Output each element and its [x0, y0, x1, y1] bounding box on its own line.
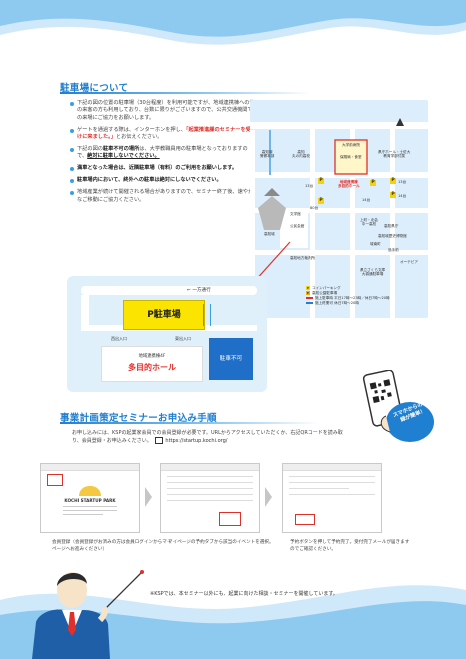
map-label-k: 高知城歴史博物館 — [378, 234, 407, 238]
parking-notes: 下記の図の位置の駐車場（30台程度）を利用可能ですが、地域連携棟への他の来客の方… — [70, 100, 255, 208]
registration-heading-underline — [60, 422, 320, 424]
map-label-m: オーテピア — [400, 260, 418, 264]
step3-screenshot — [282, 463, 382, 533]
map-parking-symbol: P — [390, 178, 396, 184]
registration-instructions: お申し込みには、KSPの起業家会員での会員登録が必要です。URLからアクセスして… — [72, 430, 343, 444]
ksp-site-name: KOCHI STARTUP PARK — [64, 498, 116, 503]
one-way-label: ← 一方通行 — [187, 288, 211, 293]
map-label-f: 地域連携棟 多目的ホール — [338, 180, 360, 189]
map-label-h: 上町・北会 中一高校 — [360, 218, 378, 227]
highlight-box — [47, 474, 63, 486]
one-way-road — [81, 286, 257, 295]
area-map: 江ノ口川 高知城 警察本部 高知 丸の内高校 大学前病院 保険局・食堂 県庁ホー… — [250, 100, 428, 318]
map-label-j: 高知地方裁判所 — [290, 256, 316, 260]
presenter-illustration — [32, 570, 144, 659]
map-label-c: 大学前病院 — [342, 143, 360, 147]
step2-caption: マイページの予約タブから該当のイベントを選択。 — [168, 540, 274, 545]
qr-phone-illustration — [362, 370, 434, 442]
map-label-i: 高知城 — [264, 232, 275, 236]
browser-icon — [155, 437, 164, 444]
step-arrow — [145, 487, 152, 507]
map-count-t: 80台 — [310, 206, 319, 210]
no-parking-area: 駐車不可 — [209, 338, 253, 380]
map-roads — [250, 118, 428, 318]
parking-note-4: 満車となった場合は、近隣駐車場（有料）のご利用をお願いします。 — [70, 165, 255, 172]
step2-screenshot — [160, 463, 260, 533]
map-label-l: 追手前 — [388, 248, 399, 252]
map-count-r: 13台 — [305, 184, 314, 188]
east-entrance-label: 東出入口 — [175, 336, 191, 341]
map-label-p: 城南町 — [370, 242, 381, 246]
map-parking-symbol: P — [318, 178, 324, 184]
map-label-q: 高知県庁 — [384, 224, 399, 228]
step-arrow — [265, 487, 272, 507]
parking-note-3: 下記の図の駐車不可の場所は、大学教職員用の駐車場となっておりますので、絶対に駐車… — [70, 146, 255, 161]
parking-heading-underline — [60, 92, 310, 94]
step3-caption: 予約ボタンを押して予約完了。受付完了メールが届きますのでご確認ください。 — [290, 540, 410, 552]
highlight-box — [219, 512, 241, 526]
map-label-a: 高知城 警察本部 — [260, 150, 275, 159]
step1-screenshot: KOCHI STARTUP PARK — [40, 463, 140, 533]
map-label-o: 公民会館 — [290, 224, 305, 228]
map-river-label: 江ノ口川 — [338, 125, 353, 129]
parking-note-5: 駐車場内において、終外への駐車は絶対にしないでください。 — [70, 177, 255, 184]
step1-caption: 会員登録（会員登録がお済みの方は会員ログインからマイページへお進みください） — [52, 540, 172, 552]
map-label-n: 県立さくら文庫 大橋通駐車場 — [360, 268, 386, 277]
top-wave-decoration — [0, 0, 466, 45]
ksp-logo — [79, 486, 101, 496]
map-count-v: 14台 — [362, 198, 371, 202]
registration-url[interactable]: https://startup.kochi.org/ — [165, 438, 228, 444]
map-label-e: 県庁ホール・土佐大 教育学部付属 — [378, 150, 411, 159]
map-label-b: 高知 丸の内高校 — [292, 150, 310, 159]
map-legend-item: 施上終業可 休日7時〜20時 — [306, 301, 390, 306]
parking-heading: 駐車場について — [60, 83, 129, 94]
map-label-d: 保険局・食堂 — [340, 155, 362, 159]
map-label-g: 文学館 — [290, 212, 301, 216]
footnote: ※KSPでは、本セミナー以外にも、起業に向けた相談・セミナーを開催しています。 — [150, 591, 338, 597]
map-legend-item: 施上駐車時 平日17時〜23時／休日7時〜20時 — [306, 296, 390, 301]
map-parking-symbol: P — [390, 192, 396, 198]
map-count-u: 13台 — [398, 180, 407, 184]
building-block: 地域連携棟4F 多目的ホール — [101, 346, 203, 382]
registration-heading: 事業計画策定セミナーお申込み手順 — [60, 413, 217, 424]
parking-note-6: 地域産業が続けて開催される場合がありますので、セミナー終了後、速やかなご移動にご… — [70, 189, 255, 204]
map-count-s: 14台 — [398, 194, 407, 198]
highlight-box — [295, 514, 315, 525]
parking-area: P駐車場 — [123, 300, 205, 330]
west-entrance-label: 西出入口 — [111, 336, 127, 341]
gate — [203, 304, 211, 326]
parking-lot-diagram: ← 一方通行 P駐車場 西出入口 東出入口 地域連携棟4F 多目的ホール 駐車不… — [67, 276, 267, 392]
parking-note-1: 下記の図の位置の駐車場（30台程度）を利用可能ですが、地域連携棟への他の来客の方… — [70, 100, 255, 122]
map-parking-symbol: P — [318, 198, 324, 204]
map-parking-symbol: P — [370, 180, 376, 186]
parking-note-2: ゲートを通過する際は、インターホンを押し、「起業推進課のセミナーを受けに来ました… — [70, 127, 255, 142]
bottom-wave-decoration — [0, 585, 466, 659]
